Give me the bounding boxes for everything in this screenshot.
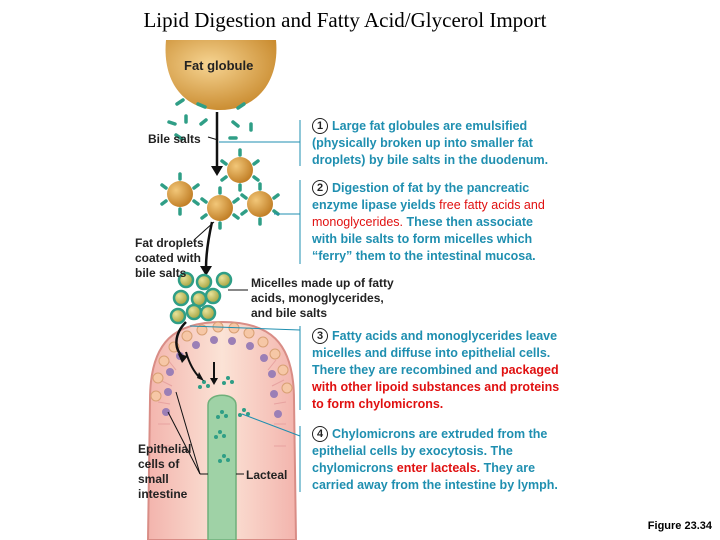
lacteal-label: Lacteal	[246, 468, 288, 482]
lacteal	[207, 394, 237, 540]
step-1-line: (physically broken up into smaller fat	[312, 136, 533, 150]
micelles-label-line: and bile salts	[251, 306, 328, 320]
micelles	[169, 271, 233, 325]
step-2-line: enzyme lipase yields	[312, 198, 440, 212]
fat-droplets-label: Fat droplets coated with bile salts	[135, 236, 204, 281]
step-3-highlight: to form chylomicrons.	[312, 397, 444, 411]
step-1-line: Large fat globules are emulsified	[332, 119, 528, 133]
step-4-line: chylomicrons	[312, 461, 397, 475]
micelles-label-line: acids, monoglycerides,	[251, 291, 384, 305]
step-4-highlight: enter lacteals.	[396, 461, 481, 475]
step-2-highlight: free fatty acids and	[439, 198, 545, 212]
micelles-label-line: Micelles made up of fatty	[251, 276, 394, 290]
step-3-highlight: packaged	[500, 363, 559, 377]
fat-droplets-label-line: Fat droplets	[135, 236, 204, 250]
step-4-text: 4 Chylomicrons are extruded from the epit…	[312, 426, 558, 494]
step-3-line: Fatty acids and monoglycerides leave	[332, 329, 558, 343]
step-3-highlight: with other lipoid substances and protein…	[312, 380, 560, 394]
micelles-label: Micelles made up of fatty acids, monogly…	[251, 276, 394, 321]
step-3-line: There they are recombined and	[312, 363, 501, 377]
step-number-2: 2	[312, 180, 328, 196]
epithelial-label-line: small	[138, 472, 169, 486]
epithelial-label-line: intestine	[138, 487, 188, 501]
step-3-text: 3 Fatty acids and monoglycerides leave mi…	[312, 328, 559, 413]
fat-globule-label: Fat globule	[184, 58, 254, 73]
step-number-1: 1	[312, 118, 328, 134]
step-4-line: Chylomicrons are extruded from the	[332, 427, 548, 441]
step-4-line: epithelial cells by exocytosis. The	[312, 444, 513, 458]
step-2-line: Digestion of fat by the pancreatic	[332, 181, 530, 195]
step-1-text: 1 Large fat globules are emulsified (phys…	[312, 118, 548, 169]
epithelial-label-line: cells of	[138, 457, 180, 471]
flow-arrowhead	[211, 166, 223, 176]
fat-droplets-label-line: coated with	[135, 251, 202, 265]
leader-lines	[189, 120, 301, 492]
page-title: Lipid Digestion and Fatty Acid/Glycerol …	[143, 8, 547, 32]
step-2-line: “ferry” them to the intestinal mucosa.	[312, 249, 536, 263]
step-number-3: 3	[312, 328, 328, 344]
step-number-4: 4	[312, 426, 328, 442]
step-2-line: These then associate	[403, 215, 533, 229]
step-4-line: carried away from the intestine by lymph…	[312, 478, 558, 492]
epithelial-label-line: Epithelial	[138, 442, 192, 456]
fat-droplets-label-line: bile salts	[135, 266, 187, 280]
epithelial-cells-label: Epithelial cells of small intestine	[138, 442, 191, 502]
flow-arrow-micelles	[204, 221, 214, 269]
step-4-line: They are	[480, 461, 536, 475]
step-2-text: 2 Digestion of fat by the pancreatic enzy…	[312, 180, 545, 265]
step-2-highlight: monoglycerides.	[312, 215, 404, 229]
bile-salts	[167, 98, 253, 141]
fat-globule	[165, 40, 277, 110]
fat-droplets	[160, 148, 280, 230]
step-3-line: micelles and diffuse into epithelial cel…	[312, 346, 551, 360]
bile-salts-label: Bile salts	[148, 132, 201, 146]
step-1-line: droplets) by bile salts in the duodenum.	[312, 153, 549, 167]
figure-label: Figure 23.34	[647, 520, 712, 532]
intestinal-villus	[146, 320, 298, 540]
step-2-line: with bile salts to form micelles which	[312, 232, 533, 246]
